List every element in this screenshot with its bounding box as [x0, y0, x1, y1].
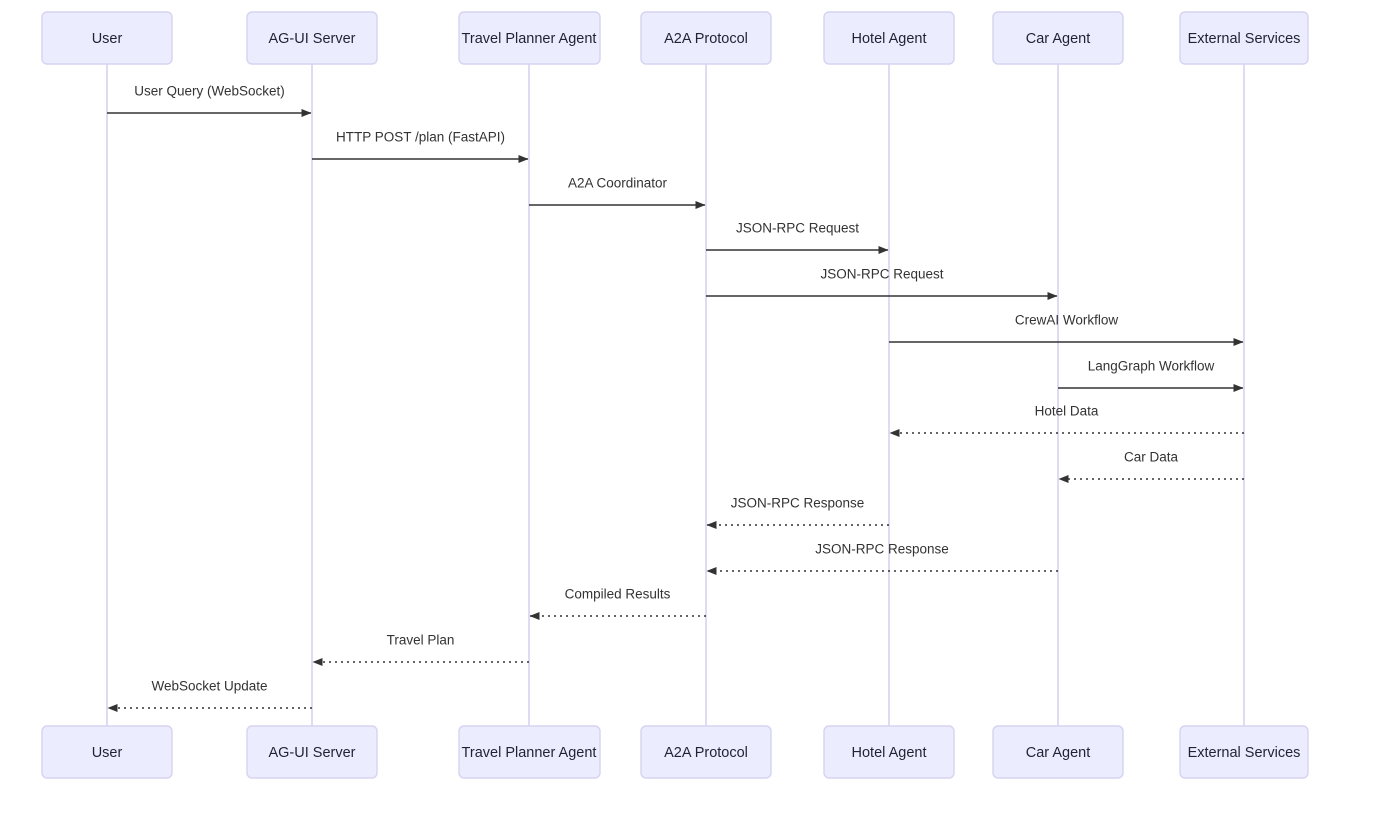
message-label: JSON-RPC Response: [731, 496, 865, 511]
participant-box: [458, 11, 601, 65]
participant-label: A2A Protocol: [664, 745, 748, 761]
message-label: WebSocket Update: [151, 679, 267, 694]
participant-label: External Services: [1188, 745, 1301, 761]
participant-agui-top[interactable]: AG-UI Server: [246, 11, 378, 65]
participant-box: [1179, 11, 1309, 65]
participant-hotel-bottom[interactable]: Hotel Agent: [823, 725, 955, 779]
participant-planner-bottom[interactable]: Travel Planner Agent: [458, 725, 601, 779]
message-9: Car Data: [1058, 450, 1244, 483]
message-label: Travel Plan: [387, 633, 455, 648]
participant-label: AG-UI Server: [268, 745, 355, 761]
participant-box: [640, 725, 772, 779]
participants-top-group: User AG-UI Server Travel Planner Agent A2A …: [41, 11, 1309, 65]
message-label: JSON-RPC Response: [815, 542, 949, 557]
message-label: Compiled Results: [565, 587, 671, 602]
message-label: LangGraph Workflow: [1088, 359, 1215, 374]
message-11: JSON-RPC Response: [706, 542, 1058, 575]
message-10: JSON-RPC Response: [706, 496, 889, 529]
message-8: Hotel Data: [889, 404, 1244, 437]
message-label: Car Data: [1124, 450, 1179, 465]
message-2: HTTP POST /plan (FastAPI): [312, 130, 529, 163]
participant-car-bottom[interactable]: Car Agent: [992, 725, 1124, 779]
message-label: JSON-RPC Request: [820, 267, 943, 282]
participant-label: User: [92, 31, 123, 47]
message-label: User Query (WebSocket): [134, 84, 285, 99]
message-4: JSON-RPC Request: [706, 221, 889, 254]
participant-box: [246, 11, 378, 65]
message-label: A2A Coordinator: [568, 176, 668, 191]
participant-box: [640, 11, 772, 65]
participant-planner-top[interactable]: Travel Planner Agent: [458, 11, 601, 65]
message-7: LangGraph Workflow: [1058, 359, 1244, 392]
participant-label: Hotel Agent: [852, 745, 927, 761]
message-label: HTTP POST /plan (FastAPI): [336, 130, 505, 145]
participant-external-bottom[interactable]: External Services: [1179, 725, 1309, 779]
message-13: Travel Plan: [312, 633, 529, 666]
participant-hotel-top[interactable]: Hotel Agent: [823, 11, 955, 65]
participant-user-bottom[interactable]: User: [41, 725, 173, 779]
participant-box: [41, 11, 173, 65]
participant-user-top[interactable]: User: [41, 11, 173, 65]
participant-label: AG-UI Server: [268, 31, 355, 47]
participant-box: [823, 725, 955, 779]
message-5: JSON-RPC Request: [706, 267, 1058, 300]
lifelines-group: [106, 64, 1245, 726]
participants-bottom-group: User AG-UI Server Travel Planner Agent A2A …: [41, 725, 1309, 779]
message-label: CrewAI Workflow: [1015, 313, 1119, 328]
participant-a2a-bottom[interactable]: A2A Protocol: [640, 725, 772, 779]
message-14: WebSocket Update: [107, 679, 312, 712]
message-12: Compiled Results: [529, 587, 706, 620]
participant-label: Travel Planner Agent: [462, 745, 597, 761]
participant-box: [823, 11, 955, 65]
participant-label: Car Agent: [1026, 31, 1091, 47]
participant-label: Car Agent: [1026, 745, 1091, 761]
message-1: User Query (WebSocket): [107, 84, 312, 117]
message-6: CrewAI Workflow: [889, 313, 1244, 346]
message-label: Hotel Data: [1035, 404, 1099, 419]
participant-a2a-top[interactable]: A2A Protocol: [640, 11, 772, 65]
participant-box: [41, 725, 173, 779]
participant-label: User: [92, 745, 123, 761]
participant-agui-bottom[interactable]: AG-UI Server: [246, 725, 378, 779]
participant-label: Travel Planner Agent: [462, 31, 597, 47]
messages-group: User Query (WebSocket) HTTP POST /plan (F…: [107, 84, 1244, 712]
participant-label: A2A Protocol: [664, 31, 748, 47]
message-label: JSON-RPC Request: [736, 221, 859, 236]
participant-external-top[interactable]: External Services: [1179, 11, 1309, 65]
participant-car-top[interactable]: Car Agent: [992, 11, 1124, 65]
participant-box: [246, 725, 378, 779]
participant-box: [992, 11, 1124, 65]
message-3: A2A Coordinator: [529, 176, 706, 209]
participant-box: [992, 725, 1124, 779]
participant-label: External Services: [1188, 31, 1301, 47]
participant-label: Hotel Agent: [852, 31, 927, 47]
participant-box: [458, 725, 601, 779]
participant-box: [1179, 725, 1309, 779]
